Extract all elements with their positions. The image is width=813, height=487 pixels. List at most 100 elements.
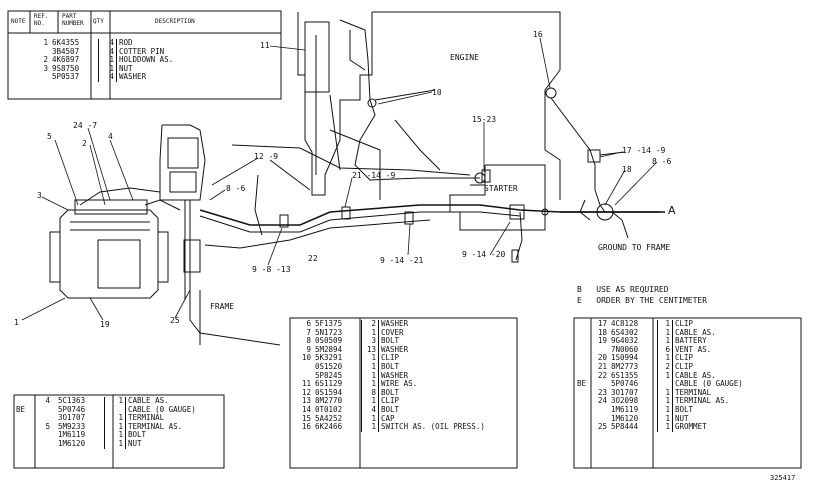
cell-part: 5A4252 bbox=[315, 413, 343, 423]
note-e: E ORDER BY THE CENTIMETER bbox=[577, 296, 708, 305]
cell-ref: 8 bbox=[306, 336, 311, 346]
cell-qty: 4 bbox=[98, 47, 117, 57]
cell-part: 0S1594 bbox=[315, 387, 343, 397]
cell-part: 1M6120 bbox=[611, 413, 639, 423]
cell-qty bbox=[657, 380, 673, 389]
cell-desc: COVER bbox=[378, 328, 523, 338]
cell-ref bbox=[591, 406, 609, 415]
cell-desc: CLIP bbox=[672, 319, 807, 329]
note-b: B USE AS REQUIRED bbox=[577, 285, 669, 294]
callout-3: 3 bbox=[37, 191, 42, 200]
cell-note bbox=[575, 320, 591, 329]
cell-qty: 1 bbox=[361, 423, 379, 432]
cell-part: 1S0994 bbox=[611, 353, 639, 363]
cell-ref: 22 bbox=[597, 370, 607, 380]
cell-part: 9S8750 bbox=[52, 63, 80, 73]
cell-ref: 14 bbox=[301, 404, 311, 414]
cell-note bbox=[575, 397, 591, 406]
cell-desc: CABLE AS. bbox=[125, 396, 230, 406]
callout-22: 22 bbox=[308, 254, 318, 263]
cell-qty: 1 bbox=[98, 64, 117, 74]
cell-desc: TERMINAL AS. bbox=[672, 397, 807, 406]
cell-part: 8M2773 bbox=[611, 361, 639, 371]
callout-12-9: 12 -9 bbox=[254, 152, 279, 161]
cell-desc: WASHER bbox=[378, 319, 523, 329]
cell-desc: CABLE (0 GAUGE) bbox=[672, 380, 807, 389]
cell-qty: 1 bbox=[361, 371, 379, 381]
cell-note bbox=[10, 56, 28, 65]
cell-part: 0T0102 bbox=[315, 404, 343, 414]
cell-part: 5P0746 bbox=[611, 379, 639, 389]
engine-outline bbox=[297, 11, 561, 200]
cell-note bbox=[575, 406, 591, 415]
cell-ref bbox=[34, 440, 52, 449]
cell-qty: 1 bbox=[104, 422, 126, 432]
callout-2: 2 bbox=[82, 139, 87, 148]
cell-desc: CABLE AS. bbox=[672, 371, 807, 381]
callout-25: 25 bbox=[170, 316, 180, 325]
cell-note bbox=[14, 423, 34, 432]
callout-19: 19 bbox=[100, 320, 110, 329]
cell-part: 5C1363 bbox=[58, 396, 86, 405]
cell-desc: CAP bbox=[378, 414, 523, 424]
cell-qty: 1 bbox=[361, 414, 379, 424]
cell-desc: BOLT bbox=[125, 431, 230, 440]
cell-note bbox=[575, 389, 591, 398]
cell-ref: 7 bbox=[306, 327, 311, 337]
cell-ref: 5 bbox=[45, 421, 50, 431]
cell-desc: BATTERY bbox=[672, 337, 807, 346]
cell-qty: 2 bbox=[361, 319, 379, 329]
callout-9-8-13: 9 -8 -13 bbox=[252, 265, 291, 274]
cell-note bbox=[10, 39, 28, 48]
cell-part: 3O2098 bbox=[611, 396, 639, 406]
callout-24-7: 24 -7 bbox=[73, 121, 98, 130]
cell-qty: 1 bbox=[657, 405, 673, 415]
cell-part: 3B4507 bbox=[52, 46, 80, 56]
cell-qty: 1 bbox=[361, 354, 379, 363]
callout-8-6-left: 8 -6 bbox=[226, 184, 246, 193]
cell-part: 5P8444 bbox=[611, 422, 639, 432]
cell-qty: 1 bbox=[657, 337, 673, 346]
cell-part: 9G4032 bbox=[611, 336, 639, 346]
cable-clips bbox=[279, 169, 549, 228]
cell-desc: TERMINAL bbox=[672, 388, 807, 398]
cell-note bbox=[10, 73, 28, 82]
cell-part: 5M9233 bbox=[58, 421, 86, 431]
cell-part: 1M6119 bbox=[58, 430, 86, 440]
cell-part: 6S1129 bbox=[315, 379, 343, 389]
cell-ref: 9 bbox=[306, 344, 311, 354]
cell-note bbox=[575, 423, 591, 432]
cell-qty: 1 bbox=[98, 56, 117, 65]
callout-17-14-9: 17 -14 -9 bbox=[622, 146, 666, 155]
cell-note bbox=[10, 48, 28, 57]
cell-ref: 25 bbox=[597, 422, 607, 432]
cell-part: 1M6119 bbox=[611, 404, 639, 414]
cell-desc: WASHER bbox=[116, 73, 271, 82]
cell-note bbox=[575, 415, 591, 424]
cell-qty: 1 bbox=[657, 354, 673, 363]
cell-ref bbox=[34, 406, 52, 415]
cell-note bbox=[575, 354, 591, 363]
cell-desc: CABLE AS. bbox=[672, 328, 807, 338]
cell-note bbox=[14, 414, 34, 423]
cell-part: 6S4302 bbox=[611, 327, 639, 337]
cell-ref: 11 bbox=[301, 379, 311, 389]
cell-ref: 20 bbox=[597, 353, 607, 363]
solenoid-assembly bbox=[159, 124, 281, 346]
cell-note bbox=[14, 440, 34, 449]
cell-ref: 1 bbox=[43, 38, 48, 47]
cell-note bbox=[575, 337, 591, 346]
